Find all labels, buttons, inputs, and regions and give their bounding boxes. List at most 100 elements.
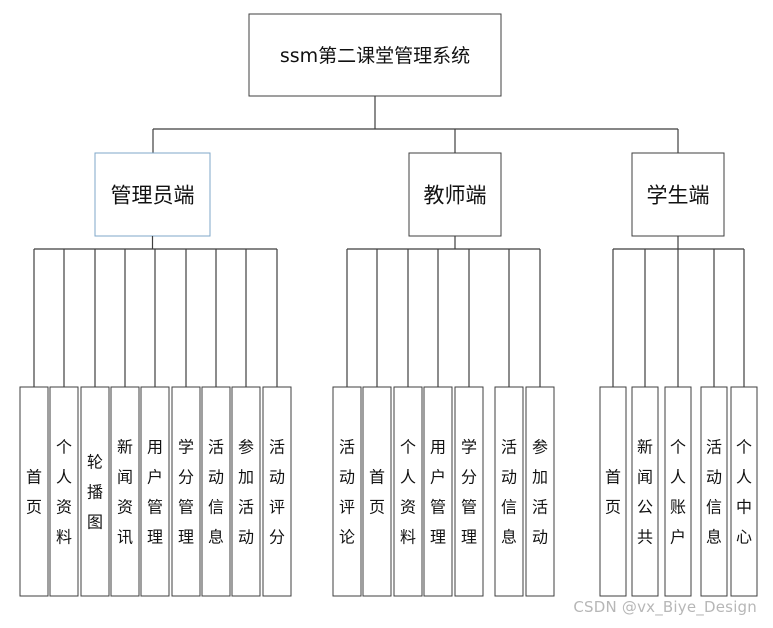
leaf-node-char: 动: [339, 468, 355, 487]
leaf-node-box: [171, 386, 201, 597]
leaf-node-label: 参加活动: [532, 438, 548, 547]
leaf-node-char: 资: [117, 498, 133, 517]
leaf-node-box: [49, 386, 79, 597]
leaf-node-char: 活: [532, 498, 548, 517]
leaf-node-box: [631, 386, 659, 597]
leaf-node-box: [362, 386, 392, 597]
leaf-node-char: 账: [670, 498, 686, 517]
leaf-node-char: 活: [208, 438, 224, 457]
leaf-node-char: 首: [26, 468, 42, 487]
leaf-node-char: 讯: [117, 528, 133, 547]
leaf-node-char: 参: [238, 438, 254, 457]
leaf-node-char: 管: [147, 498, 163, 517]
leaf-node-box: [423, 386, 453, 597]
leaf-node-label: 学分管理: [178, 438, 194, 547]
leaf-node-char: 共: [637, 528, 653, 547]
leaf-node-char: 料: [400, 528, 416, 547]
leaf-node-label: 首页: [605, 468, 621, 517]
leaf-node-char: 人: [56, 468, 72, 487]
leaf-node-label: 新闻资讯: [117, 438, 133, 547]
leaf-node-char: 户: [147, 468, 163, 487]
leaf-node-char: 页: [369, 498, 385, 517]
leaf-node-box: [454, 386, 484, 597]
leaf-node-char: 活: [238, 498, 254, 517]
leaf-node-label: 用户管理: [430, 438, 446, 547]
leaf-node-char: 页: [26, 498, 42, 517]
leaf-node-char: 个: [670, 438, 686, 457]
leaf-node-box: [700, 386, 728, 597]
leaf-node-char: 管: [461, 498, 477, 517]
leaf-node-char: 个: [56, 438, 72, 457]
leaf-node-char: 个: [400, 438, 416, 457]
leaf-node-char: 分: [461, 468, 477, 487]
leaf-node-label: 活动信息: [208, 438, 224, 547]
leaf-node-char: 人: [670, 468, 686, 487]
leaf-node-char: 公: [637, 498, 653, 517]
leaf-node-label: 活动评论: [339, 438, 355, 547]
root-node-box: [248, 13, 502, 97]
leaf-node-char: 息: [501, 528, 517, 547]
root-node-label: ssm第二课堂管理系统: [280, 45, 470, 67]
leaf-node-label: 学分管理: [461, 438, 477, 547]
leaf-node-char: 学: [461, 438, 477, 457]
branch-node-label: 教师端: [424, 184, 487, 208]
leaf-node-box: [393, 386, 423, 597]
leaf-node-box: [332, 386, 362, 597]
leaf-node-box: [599, 386, 627, 597]
leaf-node-label: 首页: [369, 468, 385, 517]
leaf-node-box: [19, 386, 49, 597]
leaf-node-char: 新: [117, 438, 133, 457]
leaf-node-box: [262, 386, 292, 597]
leaf-node-char: 个: [736, 438, 752, 457]
leaf-node-char: 管: [178, 498, 194, 517]
leaf-node-label: 活动信息: [706, 438, 722, 547]
leaf-node-char: 用: [430, 438, 446, 457]
leaf-node-char: 闻: [117, 468, 133, 487]
leaf-node-char: 户: [670, 528, 686, 547]
leaf-node-char: 评: [269, 498, 285, 517]
leaf-node-char: 信: [706, 498, 722, 517]
leaf-node-char: 管: [430, 498, 446, 517]
leaf-node-label: 个人账户: [670, 438, 686, 547]
leaf-node-char: 理: [147, 528, 163, 547]
leaf-node-char: 信: [208, 498, 224, 517]
leaf-node-char: 资: [400, 498, 416, 517]
leaf-node-char: 心: [736, 528, 752, 547]
leaf-node-char: 用: [147, 438, 163, 457]
leaf-node-char: 评: [339, 498, 355, 517]
leaf-node-label: 个人中心: [736, 438, 752, 547]
leaf-node-char: 理: [430, 528, 446, 547]
leaf-node-box: [494, 386, 524, 597]
leaf-node-char: 首: [369, 468, 385, 487]
leaf-node-box: [730, 386, 758, 597]
leaf-node-char: 人: [736, 468, 752, 487]
leaf-node-char: 理: [461, 528, 477, 547]
leaf-node-box: [664, 386, 692, 597]
leaf-node-char: 中: [736, 498, 752, 517]
leaf-node-char: 参: [532, 438, 548, 457]
leaf-node-char: 户: [430, 468, 446, 487]
leaf-node-char: 息: [208, 528, 224, 547]
leaf-node-label: 用户管理: [147, 438, 163, 547]
leaf-node-char: 活: [706, 438, 722, 457]
leaf-node-char: 图: [87, 513, 103, 532]
leaf-node-label: 新闻公共: [637, 438, 653, 547]
leaf-node-char: 料: [56, 528, 72, 547]
leaf-node-box: [140, 386, 170, 597]
leaf-node-char: 人: [400, 468, 416, 487]
leaf-node-char: 信: [501, 498, 517, 517]
leaf-node-box: [525, 386, 555, 597]
leaf-node-char: 活: [501, 438, 517, 457]
leaf-node-box: [231, 386, 261, 597]
leaf-node-label: 活动信息: [501, 438, 517, 547]
leaf-node-char: 资: [56, 498, 72, 517]
leaf-node-label: 首页: [26, 468, 42, 517]
leaf-node-char: 动: [269, 468, 285, 487]
leaf-node-char: 理: [178, 528, 194, 547]
leaf-node-char: 分: [178, 468, 194, 487]
leaf-node-char: 活: [339, 438, 355, 457]
leaf-node-label: 个人资料: [56, 438, 72, 547]
watermark: CSDN @vx_Biye_Design: [573, 598, 757, 616]
leaf-node-char: 分: [269, 528, 285, 547]
